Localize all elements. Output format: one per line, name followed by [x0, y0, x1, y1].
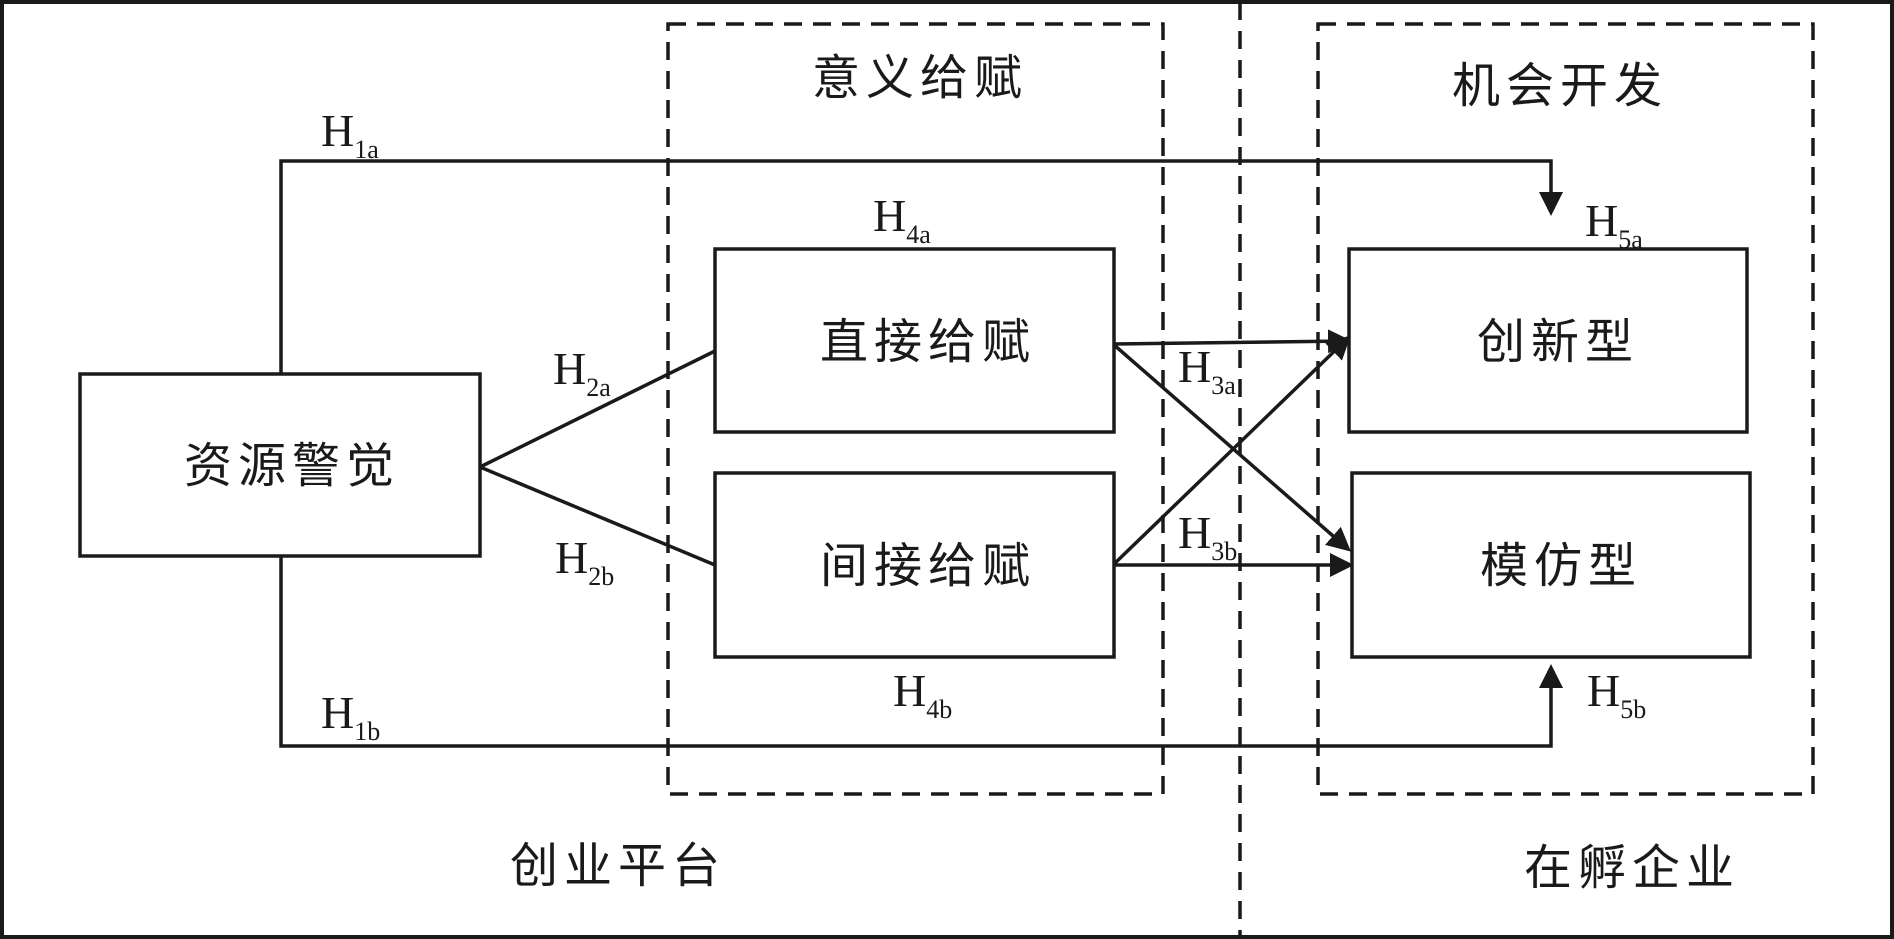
- h2b-label: H2b: [555, 532, 614, 591]
- h2a-label: H2a: [553, 343, 611, 402]
- resource-alertness-box: [78, 372, 482, 558]
- indirect-giving-box: [713, 471, 1116, 659]
- h1a-label: H1a: [321, 105, 379, 164]
- resource-alertness-label: 资源警觉: [184, 438, 400, 494]
- h3-indirect-to-innovative: [1111, 335, 1351, 567]
- opportunity-group: [1316, 22, 1815, 796]
- imitative-box: [1350, 471, 1752, 659]
- h2b-link: [479, 465, 716, 567]
- h3-direct-to-imitative: [1111, 342, 1352, 552]
- innovative-label: 创新型: [1477, 314, 1639, 370]
- h1a-path: [279, 159, 1563, 374]
- innovative-box: [1347, 247, 1749, 434]
- direct-giving-label: 直接给赋: [820, 314, 1036, 370]
- direct-giving-box: [713, 247, 1116, 434]
- sense-giving-title: 意义给赋: [812, 50, 1028, 106]
- h5b-label: H5b: [1587, 665, 1646, 724]
- h4a-label: H4a: [873, 190, 931, 249]
- h1b-path: [279, 556, 1563, 748]
- h3b-label: H3b: [1178, 507, 1237, 566]
- indirect-giving-label: 间接给赋: [820, 538, 1036, 594]
- h1b-label: H1b: [321, 687, 380, 746]
- h4b-label: H4b: [893, 665, 952, 724]
- h2a-link: [479, 349, 716, 469]
- h3a-label: H3a: [1178, 341, 1236, 400]
- h3a-direct-to-innovative: [1112, 329, 1352, 354]
- enterprise-title: 在孵企业: [1524, 840, 1740, 896]
- h5a-label: H5a: [1585, 195, 1643, 254]
- imitative-label: 模仿型: [1480, 538, 1642, 594]
- opportunity-title: 机会开发: [1452, 58, 1668, 114]
- sense-giving-group: [666, 22, 1165, 796]
- platform-title: 创业平台: [510, 838, 726, 894]
